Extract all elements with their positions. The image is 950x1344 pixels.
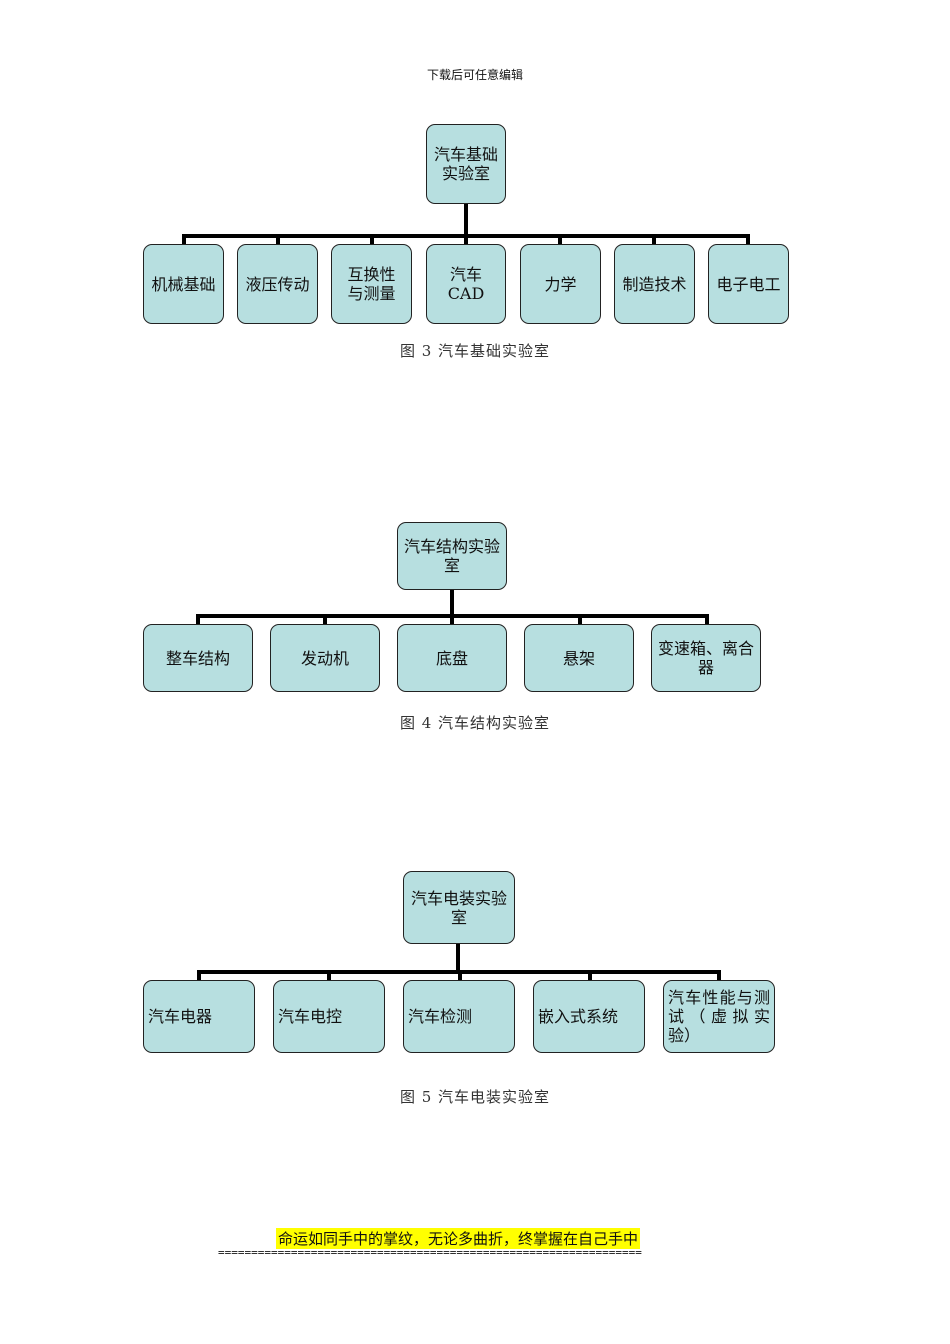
- child-node: 悬架: [524, 624, 634, 692]
- diagram-caption: 图 3 汽车基础实验室: [399, 342, 551, 360]
- footer-separator: ========================================…: [218, 1246, 642, 1259]
- child-node: 互换性与测量: [331, 244, 412, 324]
- root-node: 汽车基础实验室: [426, 124, 506, 204]
- child-node: 嵌入式系统: [533, 980, 645, 1053]
- child-node: 机械基础: [143, 244, 224, 324]
- child-node: 整车结构: [143, 624, 253, 692]
- child-node: 电子电工: [708, 244, 789, 324]
- child-node: 汽车性能与测试（虚拟实验）: [663, 980, 775, 1053]
- page-header: 下载后可任意编辑: [426, 68, 523, 82]
- root-node: 汽车结构实验室: [397, 522, 507, 590]
- diagram-caption: 图 4 汽车结构实验室: [399, 714, 551, 732]
- child-node: 汽车电器: [143, 980, 255, 1053]
- child-node: 汽车 CAD: [426, 244, 506, 324]
- footer-motto: 命运如同手中的掌纹，无论多曲折，终掌握在自己手中: [276, 1228, 641, 1249]
- child-node: 底盘: [397, 624, 507, 692]
- child-node: 汽车电控: [273, 980, 385, 1053]
- child-node: 发动机: [270, 624, 380, 692]
- diagram-caption: 图 5 汽车电装实验室: [399, 1088, 551, 1106]
- child-node: 汽车检测: [403, 980, 515, 1053]
- child-node: 制造技术: [614, 244, 695, 324]
- child-node: 力学: [520, 244, 601, 324]
- child-node: 液压传动: [237, 244, 318, 324]
- child-node: 变速箱、离合器: [651, 624, 761, 692]
- root-node: 汽车电装实验室: [403, 871, 515, 944]
